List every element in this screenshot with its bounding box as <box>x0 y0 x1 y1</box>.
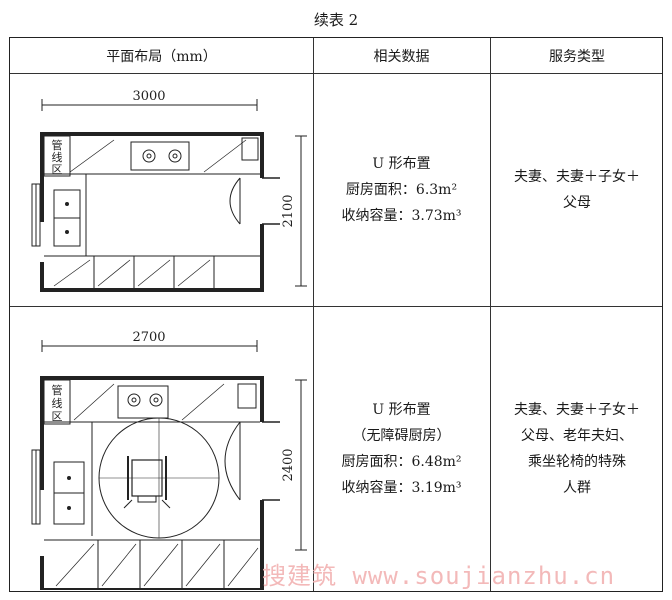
appliance <box>241 137 259 161</box>
header-service: 服务类型 <box>549 48 605 65</box>
data-line: 厨房面积：6.48m² <box>341 454 462 470</box>
data-line: 厨房面积：6.3m² <box>345 182 458 198</box>
header-layout: 平面布局（mm） <box>106 48 217 65</box>
pipe-zone-label: 线 <box>52 150 63 164</box>
column-divider <box>490 38 491 591</box>
pipe-zone-label: 管 <box>52 383 63 397</box>
column-divider <box>313 38 314 591</box>
kitchen-layout-table: 平面布局（mm） 相关数据 服务类型 <box>9 37 663 592</box>
floor-plan-1: 3000 2100 管 线 区 <box>31 89 307 292</box>
pipe-zone-label: 区 <box>52 410 63 423</box>
service-cell-2: 夫妻、夫妻＋子女＋ 父母、老年夫妇、 乘坐轮椅的特殊 人群 <box>490 307 664 591</box>
wall <box>40 132 264 222</box>
pipe-zone-label: 区 <box>52 163 63 176</box>
dimension-width-label: 2700 <box>132 330 165 345</box>
data-cell-1: U 形布置 厨房面积：6.3m² 收纳容量：3.73m³ <box>313 74 490 306</box>
service-line: 父母 <box>563 195 591 211</box>
floor-plan-2: 2700 2400 管 线 区 <box>31 330 307 590</box>
data-line: 收纳容量：3.19m³ <box>341 480 462 496</box>
row-divider <box>10 306 662 307</box>
service-line: 乘坐轮椅的特殊 <box>528 454 626 470</box>
wall <box>40 376 264 490</box>
appliance <box>237 383 257 409</box>
dimension-width-label: 3000 <box>132 89 165 104</box>
data-cell-2: U 形布置 （无障碍厨房） 厨房面积：6.48m² 收纳容量：3.19m³ <box>313 307 490 591</box>
data-line: U 形布置 <box>372 156 431 172</box>
dimension-depth-label: 2100 <box>281 194 296 227</box>
wheelchair-icon <box>123 456 171 509</box>
data-line: （无障碍厨房） <box>352 428 451 444</box>
data-line: U 形布置 <box>372 402 431 418</box>
dimension-depth-label: 2400 <box>281 448 296 481</box>
data-line: 收纳容量：3.73m³ <box>341 208 462 224</box>
pipe-zone-label: 管 <box>52 138 63 152</box>
table-caption: 续表 2 <box>313 11 359 29</box>
service-line: 夫妻、夫妻＋子女＋ <box>514 402 640 418</box>
cooktop <box>130 141 190 171</box>
pipe-zone-label: 线 <box>52 396 63 410</box>
header-divider <box>10 73 662 74</box>
wall <box>40 500 264 590</box>
service-line: 人群 <box>563 480 591 496</box>
wall <box>40 224 264 292</box>
header-data: 相关数据 <box>373 48 430 65</box>
service-line: 父母、老年夫妇、 <box>521 428 633 444</box>
watermark: 搜建筑 www.soujianzhu.cn <box>262 562 616 590</box>
service-cell-1: 夫妻、夫妻＋子女＋ 父母 <box>490 74 664 306</box>
service-line: 夫妻、夫妻＋子女＋ <box>514 169 640 185</box>
cooktop <box>117 385 169 419</box>
